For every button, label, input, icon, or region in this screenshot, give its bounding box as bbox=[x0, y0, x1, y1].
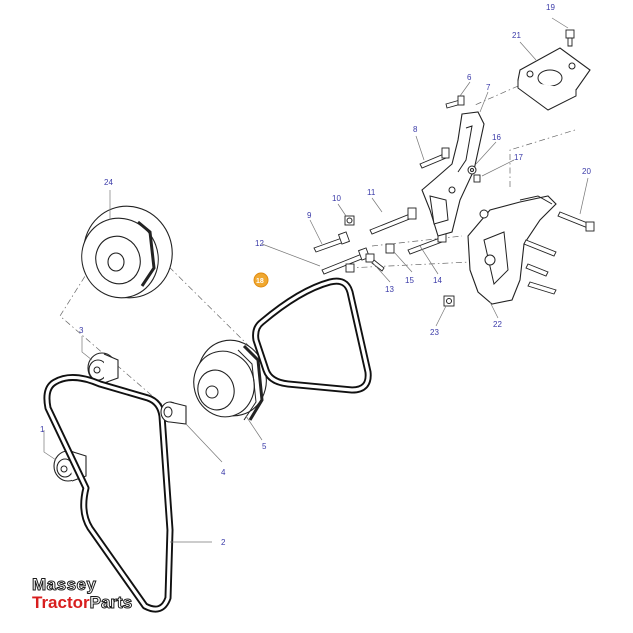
callout-8: 8 bbox=[413, 125, 418, 134]
callout-labels: 1 2 3 4 5 6 7 8 9 10 11 12 13 14 15 16 1… bbox=[40, 3, 591, 547]
callout-5: 5 bbox=[262, 442, 267, 451]
callout-19: 19 bbox=[546, 3, 555, 12]
callout-15: 15 bbox=[405, 276, 414, 285]
bolt-20 bbox=[557, 211, 595, 232]
block-21 bbox=[517, 47, 591, 111]
callout-13: 13 bbox=[385, 285, 394, 294]
callout-24: 24 bbox=[104, 178, 113, 187]
callout-12: 12 bbox=[255, 239, 264, 248]
bolt-14 bbox=[407, 231, 447, 255]
callout-20: 20 bbox=[582, 167, 591, 176]
callout-17: 17 bbox=[514, 153, 523, 162]
v-belt-18 bbox=[252, 277, 372, 394]
callout-11: 11 bbox=[367, 188, 376, 197]
bolts-22 bbox=[523, 239, 557, 295]
callout-2: 2 bbox=[221, 538, 226, 547]
belt-2 bbox=[43, 374, 174, 613]
callout-6: 6 bbox=[467, 73, 472, 82]
callout-22: 22 bbox=[493, 320, 502, 329]
logo-parts: Parts bbox=[89, 593, 133, 612]
idler-pulley-3 bbox=[87, 352, 119, 384]
bolt-11 bbox=[369, 207, 417, 235]
bolt-19 bbox=[565, 29, 575, 47]
callout-14: 14 bbox=[433, 276, 442, 285]
callout-18-highlight[interactable]: 18 bbox=[253, 272, 269, 288]
pulley-5 bbox=[193, 339, 267, 421]
callout-16: 16 bbox=[492, 133, 501, 142]
spacer-4 bbox=[160, 401, 187, 425]
callout-21: 21 bbox=[512, 31, 521, 40]
callout-23: 23 bbox=[430, 328, 439, 337]
logo-line2: TractorParts bbox=[32, 593, 133, 612]
callout-10: 10 bbox=[332, 194, 341, 203]
callout-4: 4 bbox=[221, 468, 226, 477]
logo-tractor: Tractor bbox=[32, 593, 90, 612]
nut-15 bbox=[385, 243, 395, 254]
nut-10 bbox=[344, 215, 355, 226]
leader-lines bbox=[43, 17, 589, 543]
bracket-22 bbox=[467, 195, 557, 305]
bolt-8 bbox=[419, 147, 450, 169]
bracket-7 bbox=[421, 111, 485, 237]
pulley-24 bbox=[81, 205, 173, 299]
bolt-9 bbox=[313, 231, 351, 253]
callout-18: 18 bbox=[256, 278, 264, 285]
callout-1: 1 bbox=[40, 425, 45, 434]
bolt-6 bbox=[445, 95, 465, 109]
nut-13 bbox=[345, 253, 385, 273]
washer-16 bbox=[467, 165, 477, 175]
nut-23 bbox=[443, 295, 455, 307]
callout-9: 9 bbox=[307, 211, 312, 220]
callout-3: 3 bbox=[79, 326, 84, 335]
callout-7: 7 bbox=[486, 83, 491, 92]
nut-17 bbox=[473, 174, 481, 183]
logo-line1: Massey bbox=[31, 575, 97, 594]
logo: Massey TractorParts bbox=[31, 575, 133, 612]
